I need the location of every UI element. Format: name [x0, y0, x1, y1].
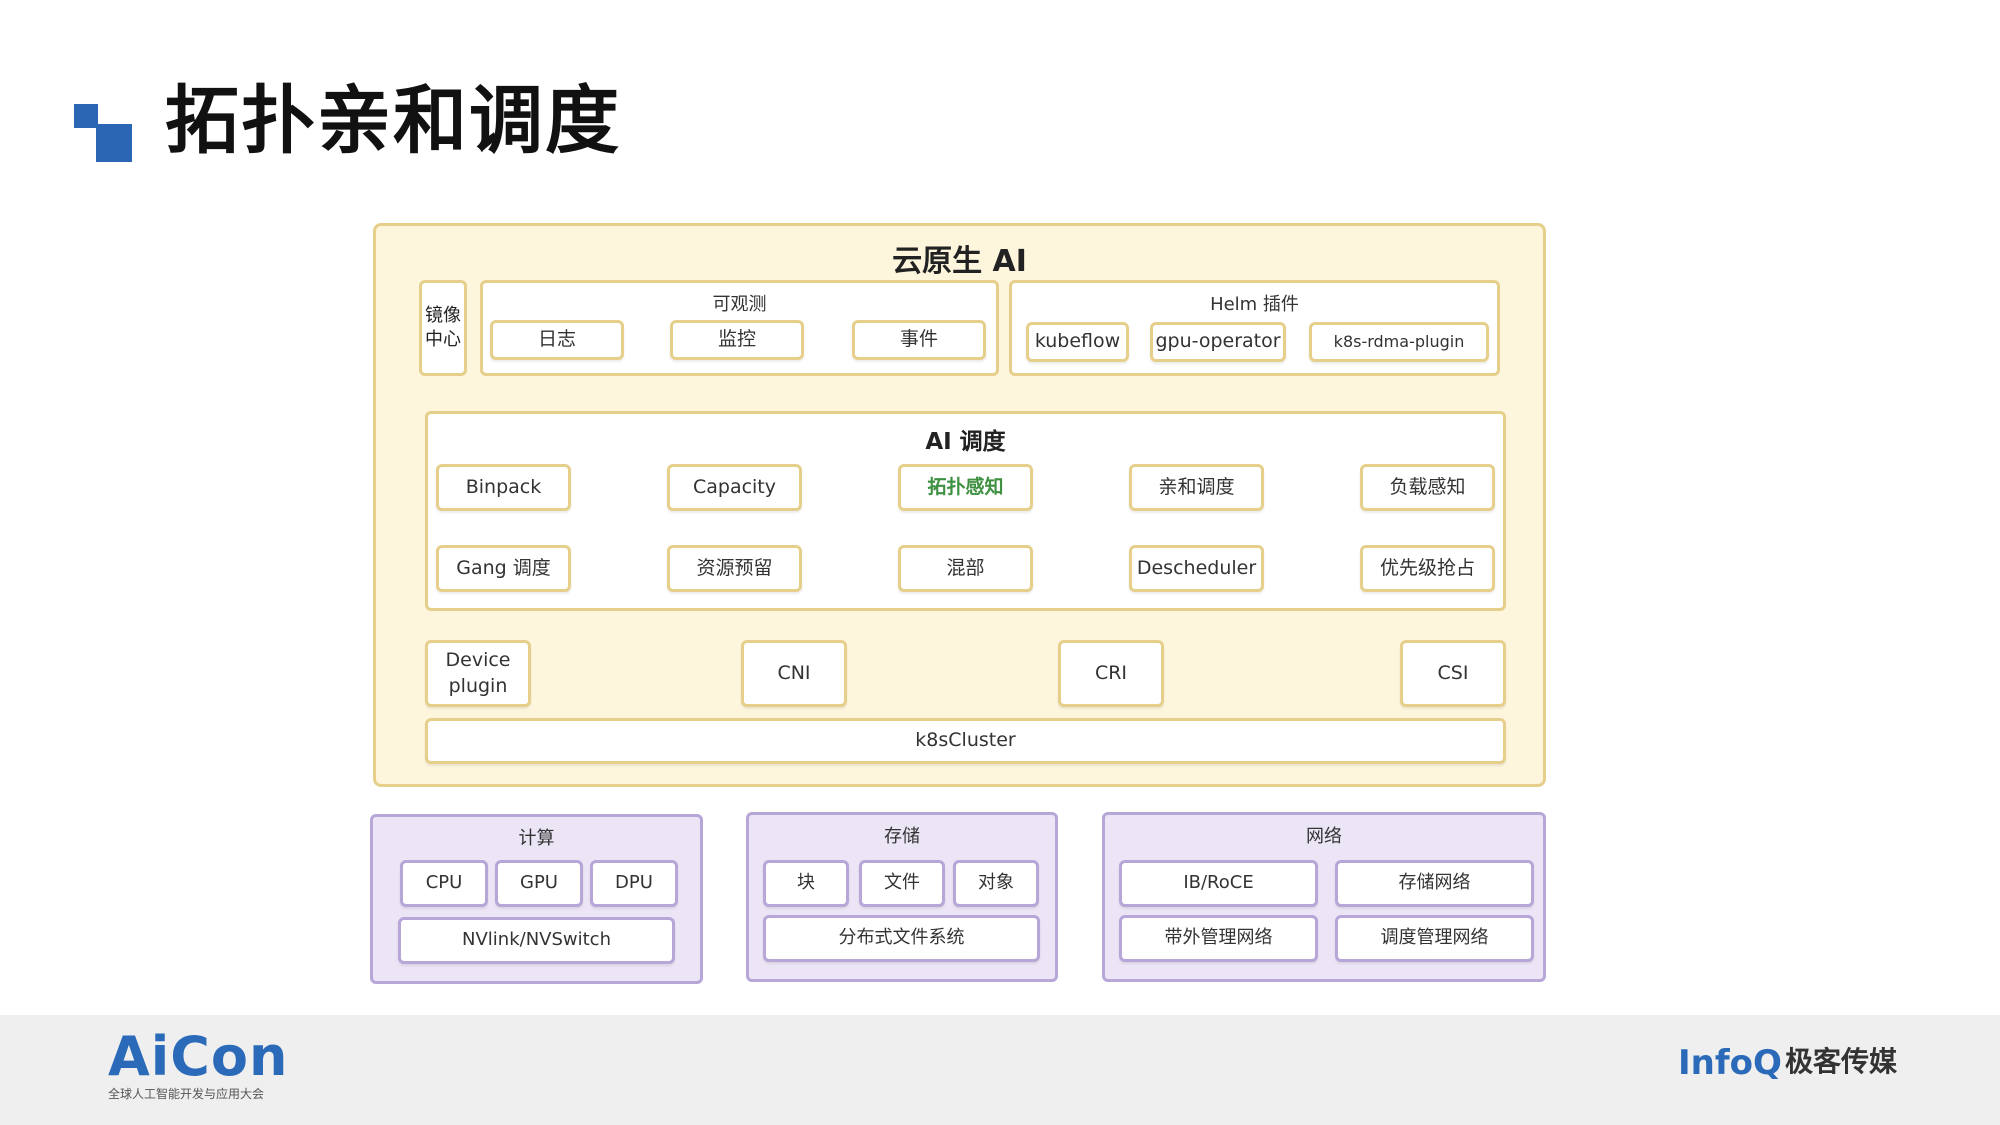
monitor-chip: 监控	[670, 320, 804, 360]
capacity-chip: Capacity	[667, 464, 802, 511]
mirror-center-label: 镜像 中心	[425, 304, 461, 350]
k8s-rdma-plugin-chip: k8s-rdma-plugin	[1309, 322, 1489, 362]
descheduler-chip: Descheduler	[1129, 545, 1264, 592]
storage-network-chip: 存储网络	[1335, 860, 1534, 907]
footer-bar	[0, 1015, 2000, 1125]
object-chip: 对象	[953, 860, 1039, 907]
resource-reservation-chip: 资源预留	[667, 545, 802, 592]
nvlink-chip: NVlink/NVSwitch	[398, 917, 675, 964]
storage-title: 存储	[884, 826, 920, 847]
block-chip: 块	[763, 860, 849, 907]
page-title: 拓扑亲和调度	[165, 78, 621, 164]
geek-media-text: 极客传媒	[1785, 1045, 1898, 1078]
title-square-icon	[74, 104, 98, 128]
device-plugin-chip: Device plugin	[425, 640, 531, 707]
gang-scheduling-chip: Gang 调度	[436, 545, 571, 592]
oob-management-network-chip: 带外管理网络	[1119, 915, 1318, 962]
priority-preemption-chip: 优先级抢占	[1360, 545, 1495, 592]
title-square-icon	[96, 124, 132, 162]
log-chip: 日志	[490, 320, 624, 360]
csi-chip: CSI	[1400, 640, 1506, 707]
compute-title: 计算	[518, 828, 555, 849]
gpu-chip: GPU	[495, 860, 583, 907]
cri-chip: CRI	[1058, 640, 1164, 707]
helm-plugins-title: Helm 插件	[1210, 294, 1299, 315]
cni-chip: CNI	[741, 640, 847, 707]
mirror-center-box: 镜像 中心	[419, 280, 467, 376]
scheduling-management-network-chip: 调度管理网络	[1335, 915, 1534, 962]
binpack-chip: Binpack	[436, 464, 571, 511]
network-title: 网络	[1306, 826, 1342, 847]
ib-roce-chip: IB/RoCE	[1119, 860, 1318, 907]
k8s-cluster-bar: k8sCluster	[425, 718, 1506, 764]
distributed-fs-chip: 分布式文件系统	[763, 915, 1040, 962]
cloud-native-ai-title: 云原生 AI	[892, 244, 1027, 279]
kubeflow-chip: kubeflow	[1026, 322, 1129, 362]
infoq-logo: InfoQ	[1678, 1043, 1782, 1083]
file-chip: 文件	[859, 860, 945, 907]
event-chip: 事件	[852, 320, 986, 360]
topology-aware-chip: 拓扑感知	[898, 464, 1033, 511]
dpu-chip: DPU	[590, 860, 678, 907]
colocation-chip: 混部	[898, 545, 1033, 592]
gpu-operator-chip: gpu-operator	[1150, 322, 1286, 362]
observability-title: 可观测	[712, 294, 767, 315]
aicon-logo: AiCon	[108, 1025, 289, 1088]
affinity-scheduling-chip: 亲和调度	[1129, 464, 1264, 511]
cpu-chip: CPU	[400, 860, 488, 907]
aicon-tagline: 全球人工智能开发与应用大会	[108, 1087, 265, 1101]
ai-scheduling-title: AI 调度	[925, 429, 1006, 455]
load-aware-chip: 负载感知	[1360, 464, 1495, 511]
